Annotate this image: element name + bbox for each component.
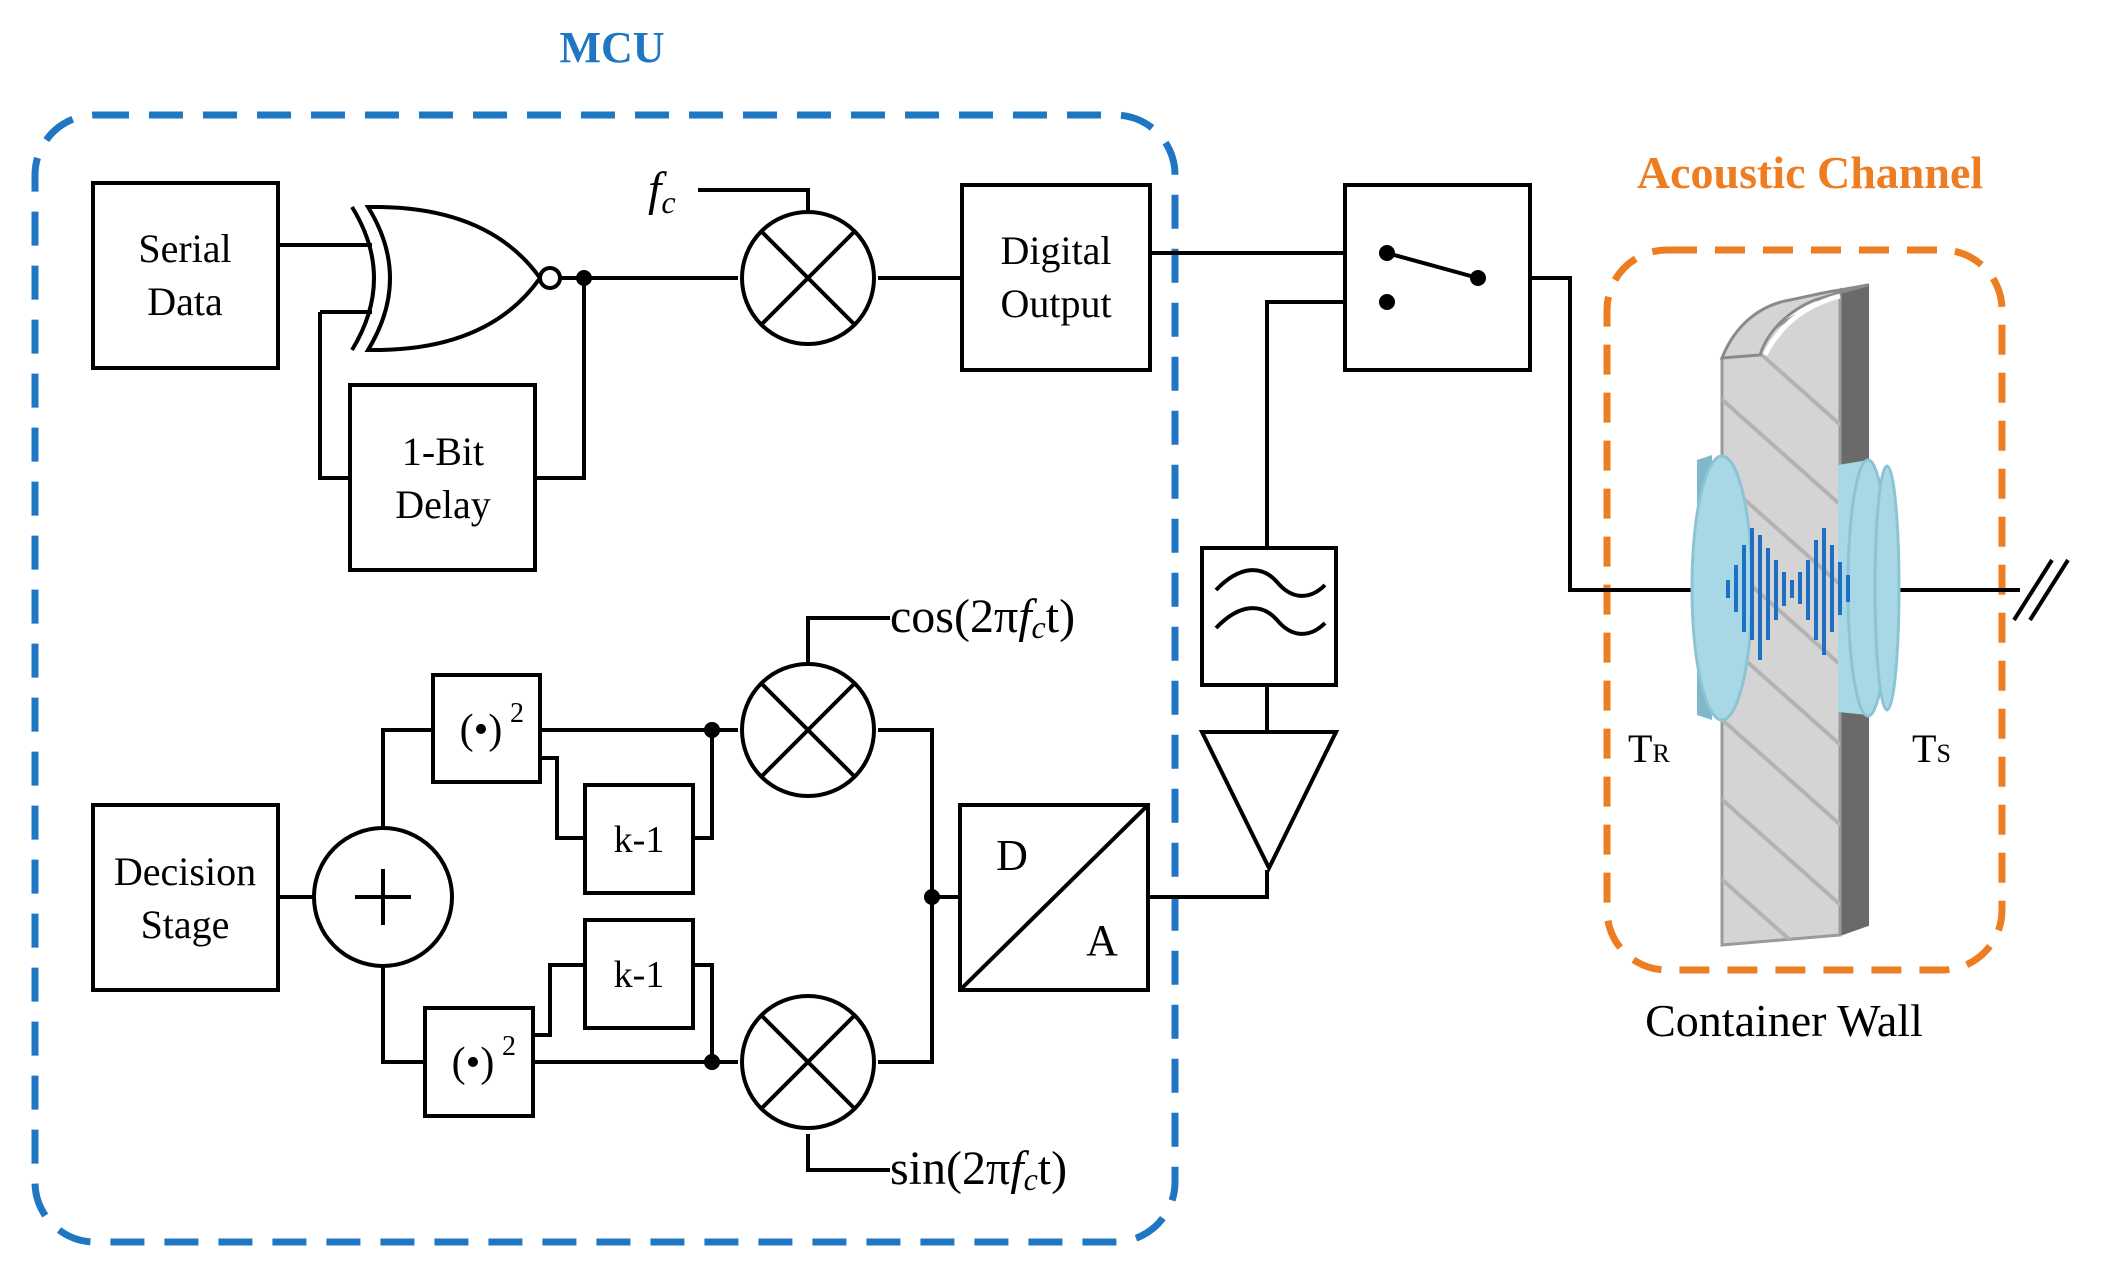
summing-junction [312, 826, 454, 968]
svg-text:2: 2 [510, 698, 524, 729]
square-block-top: (•) 2 [431, 673, 542, 784]
amplifier-triangle [1198, 730, 1340, 873]
carrier-frequency-label: fc [648, 163, 676, 220]
svg-text:Delay: Delay [395, 482, 491, 527]
cos-mixer [740, 662, 876, 798]
carrier-mixer [740, 210, 876, 346]
cos-reference-label: cos(2πfct) [890, 590, 1075, 645]
svg-text:2: 2 [502, 1031, 516, 1062]
receiver-transducer-label: TR [1628, 726, 1670, 771]
delay-block-bottom: k-1 [583, 918, 695, 1030]
svg-text:D: D [996, 831, 1028, 880]
acoustic-channel-boundary [1603, 246, 2006, 974]
xnor-gate [350, 204, 562, 353]
sender-transducer [1838, 458, 1901, 718]
sin-reference-label: sin(2πfct) [890, 1142, 1067, 1197]
serial-data-block: Serial Data [91, 181, 280, 370]
svg-text:Digital: Digital [1000, 228, 1111, 273]
one-bit-delay-block: 1-Bit Delay [348, 383, 537, 572]
acoustic-channel-region: Acoustic Channel [1603, 147, 2006, 974]
svg-text:k-1: k-1 [614, 954, 665, 996]
inversion-bubble [538, 266, 562, 290]
lowpass-filter-block [1200, 546, 1338, 687]
sin-mixer [740, 994, 876, 1130]
sender-transducer-label: TS [1912, 726, 1951, 771]
svg-text:(•): (•) [460, 707, 503, 753]
svg-text:1-Bit: 1-Bit [402, 429, 484, 474]
digital-output-block: Digital Output [960, 183, 1152, 372]
svg-text:k-1: k-1 [614, 819, 665, 861]
acoustic-wave-icon [1726, 528, 1850, 660]
svg-text:(•): (•) [452, 1040, 495, 1086]
mcu-title: MCU [559, 23, 664, 72]
svg-text:Stage: Stage [141, 902, 230, 947]
tx-rx-switch [1343, 183, 1532, 372]
svg-text:A: A [1086, 916, 1118, 965]
wall-top-cut [1719, 283, 1869, 360]
svg-text:Output: Output [1000, 281, 1111, 326]
container-wall-label: Container Wall [1645, 995, 1923, 1046]
mcu-region: MCU [31, 23, 1179, 1246]
square-block-bottom: (•) 2 [423, 1006, 535, 1118]
delay-block-top: k-1 [583, 783, 695, 895]
decision-stage-block: Decision Stage [91, 803, 280, 992]
receive-wires [278, 616, 1269, 1172]
svg-text:Decision: Decision [114, 849, 256, 894]
svg-text:Serial: Serial [138, 226, 231, 271]
acoustic-channel-title: Acoustic Channel [1637, 147, 1983, 198]
svg-text:Data: Data [147, 279, 223, 324]
container-wall [1719, 283, 1869, 947]
mcu-boundary [31, 111, 1179, 1246]
dac-block: D A [958, 803, 1150, 992]
receiver-transducer [1690, 454, 1754, 722]
